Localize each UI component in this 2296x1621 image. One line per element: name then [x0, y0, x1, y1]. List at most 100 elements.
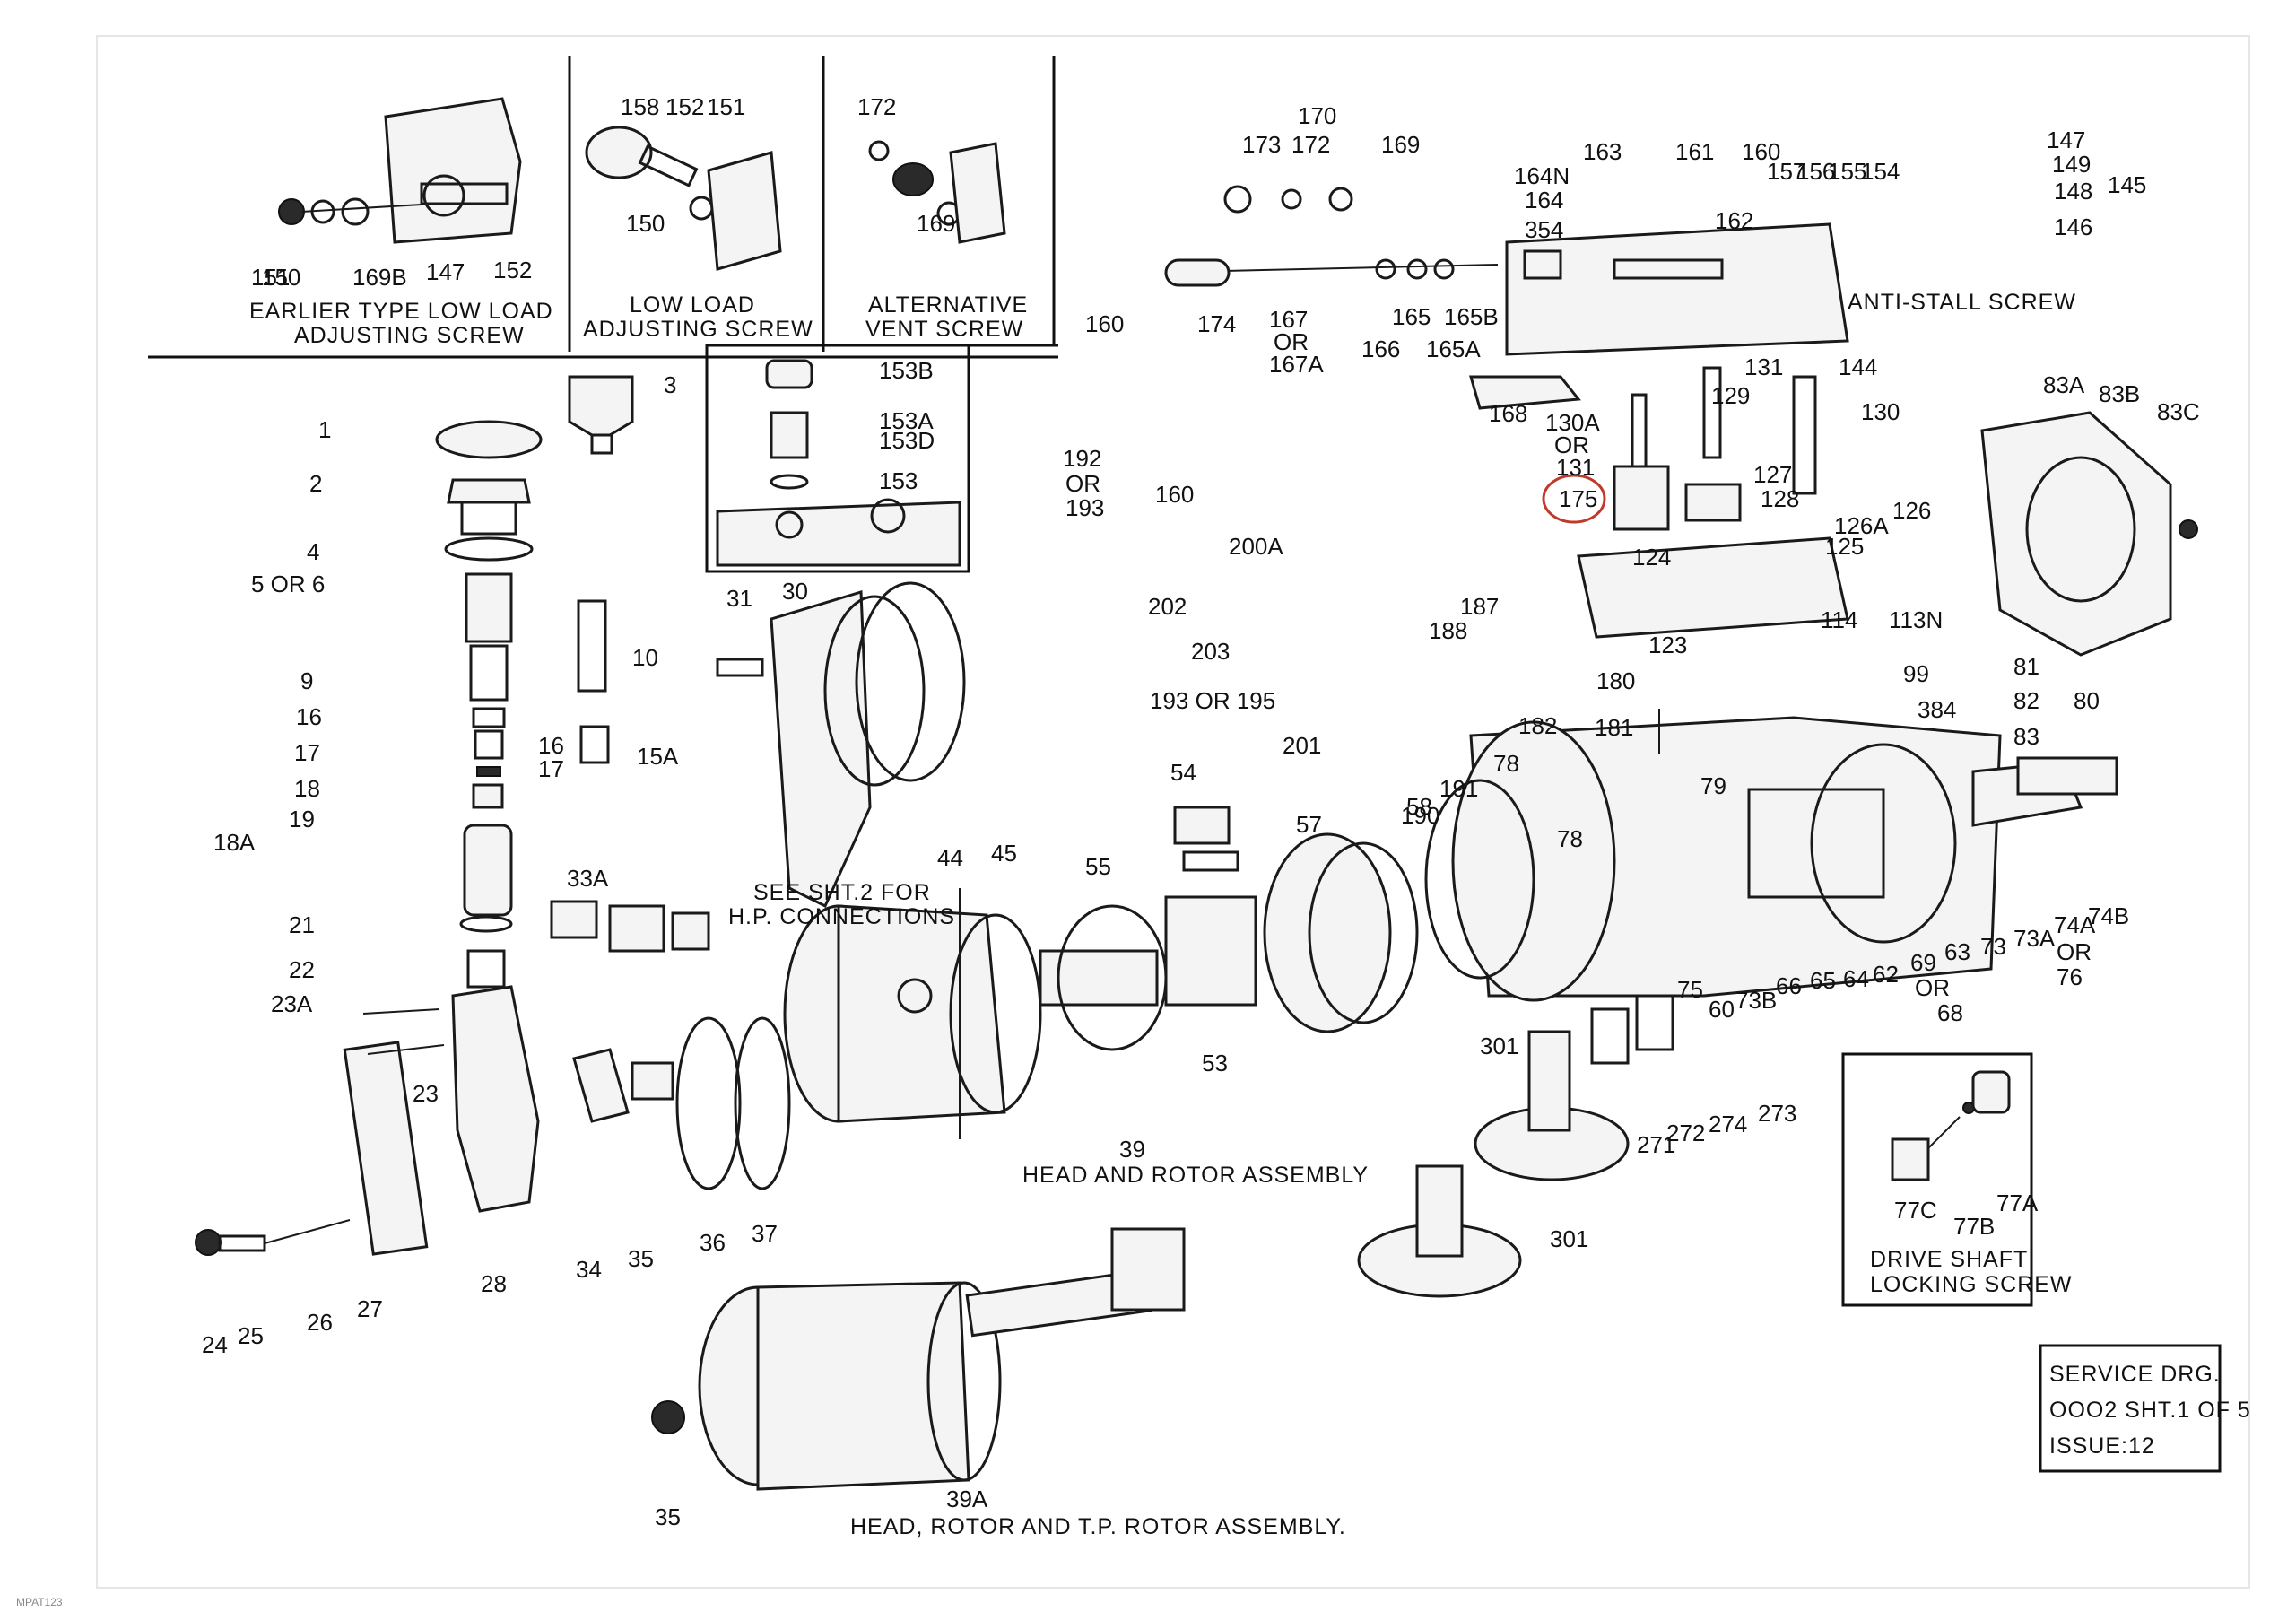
part-number-79: 79: [1700, 772, 1726, 799]
part-number-175: 175: [1559, 485, 1597, 512]
part-number-273: 273: [1758, 1100, 1796, 1127]
part-number-22: 22: [289, 956, 315, 983]
part-number-19: 19: [289, 806, 315, 832]
part-number-169b: 169: [917, 210, 955, 237]
part-number-201: 201: [1283, 732, 1321, 759]
part-number-75: 75: [1677, 976, 1703, 1003]
part-number-25: 25: [238, 1322, 264, 1349]
part-number-17: 17: [294, 739, 320, 766]
part-number-21: 21: [289, 911, 315, 938]
part-number-55: 55: [1085, 853, 1111, 880]
caption-drive-shaft-1: DRIVE SHAFT: [1870, 1247, 2028, 1272]
part-number-147b: 147: [426, 258, 465, 285]
part-number-24: 24: [202, 1331, 228, 1358]
service-box: [2039, 1344, 2222, 1473]
inset-alt-vent-screw: [868, 140, 1006, 244]
part-number-165b: 165B: [1444, 303, 1499, 330]
part-number-152: 152: [493, 257, 532, 283]
part-number-191: 191: [1439, 775, 1478, 802]
part-number-130a: 130A: [1545, 409, 1600, 436]
part-number-78: 78: [1493, 750, 1519, 777]
part-number-149: 149: [2052, 151, 2091, 178]
part-number-128: 128: [1761, 485, 1799, 512]
part-number-274: 274: [1709, 1111, 1747, 1137]
part-number-18a: 18A: [213, 829, 256, 856]
inset-153-parts: [716, 359, 961, 567]
caption-low-load-2: ADJUSTING SCREW: [583, 317, 813, 342]
part-number-130aor: OR: [1554, 431, 1589, 458]
part-number-162: 162: [1715, 207, 1753, 234]
part-number-35: 35: [628, 1245, 654, 1272]
part-number-170: 170: [1298, 102, 1336, 129]
inset-153-frame: [705, 344, 970, 573]
part-number-163: 163: [1583, 138, 1622, 165]
part-number-154: 154: [1861, 158, 1900, 185]
part-number-65: 65: [1810, 967, 1836, 994]
part-number-167: 167: [1269, 306, 1308, 333]
part-number-23a: 23A: [271, 990, 313, 1017]
part-number-165a: 165A: [1426, 336, 1481, 362]
part-number-39: 39: [1119, 1136, 1145, 1163]
corner-code: MPAT123: [16, 1596, 63, 1608]
part-number-81: 81: [2013, 653, 2039, 680]
part-number-69: 69: [1910, 949, 1936, 976]
part-number-99: 99: [1903, 660, 1929, 687]
part-number-180: 180: [1596, 667, 1635, 694]
part-number-164: 164: [1525, 187, 1563, 214]
part-number-203: 203: [1191, 638, 1230, 665]
part-number-76: 76: [2057, 963, 2083, 990]
part-number-83a: 83A: [2043, 371, 2085, 398]
part-number-69or: OR: [1915, 974, 1950, 1001]
part-number-169: 169: [1381, 131, 1420, 158]
part-number-62: 62: [1873, 961, 1899, 988]
part-number-4: 4: [307, 538, 319, 565]
part-number-125: 125: [1825, 533, 1864, 560]
pump-housing: [1424, 709, 2118, 1002]
part-number-157: 157: [1767, 158, 1805, 185]
part-number-54: 54: [1170, 759, 1196, 786]
part-number-193: 193: [1065, 494, 1104, 521]
part-number-31: 31: [726, 585, 752, 612]
part-number-33a: 33A: [567, 865, 609, 892]
part-number-44: 44: [937, 844, 963, 871]
part-number-150: 150: [262, 264, 300, 291]
part-number-53: 53: [1202, 1050, 1228, 1076]
part-number-126: 126: [1892, 497, 1931, 524]
part-number-35b: 35: [655, 1503, 681, 1530]
part-number-83c: 83C: [2157, 398, 2200, 425]
part-number-130: 130: [1861, 398, 1900, 425]
part-number-80: 80: [2074, 687, 2100, 714]
part-number-57: 57: [1296, 811, 1322, 838]
part-number-188: 188: [1429, 617, 1467, 644]
part-number-5: 5 OR 6: [251, 571, 325, 597]
part-number-271: 271: [1637, 1131, 1675, 1158]
part-number-127: 127: [1753, 461, 1792, 488]
caption-service-2: OOO2 SHT.1 OF 5: [2049, 1398, 2251, 1423]
part-number-200a: 200A: [1229, 533, 1283, 560]
part-number-36: 36: [700, 1229, 726, 1256]
part-number-131a: 131: [1556, 454, 1595, 481]
part-number-167or: OR: [1274, 328, 1309, 355]
part-number-169c: 169B: [352, 264, 407, 291]
part-number-124: 124: [1632, 544, 1671, 571]
part-number-272: 272: [1666, 1120, 1705, 1146]
part-number-45: 45: [991, 840, 1017, 867]
part-number-83: 83: [2013, 723, 2039, 750]
part-number-144: 144: [1839, 353, 1877, 380]
part-number-3: 3: [664, 371, 676, 398]
part-number-68: 68: [1937, 999, 1963, 1026]
caption-drive-shaft-2: LOCKING SCREW: [1870, 1272, 2073, 1297]
part-number-160c: 160: [1742, 138, 1780, 165]
part-number-354: 354: [1525, 216, 1563, 243]
part-number-160b: 160: [1155, 481, 1194, 508]
part-number-30: 30: [782, 578, 808, 605]
part-number-192: 192: [1063, 445, 1101, 472]
part-number-168: 168: [1489, 400, 1527, 427]
part-number-73b: 73B: [1735, 987, 1777, 1014]
part-number-181: 181: [1595, 714, 1633, 741]
part-number-64: 64: [1843, 965, 1869, 992]
drive-shaft-inset: [1841, 1052, 2033, 1307]
caption-head-rotor: HEAD AND ROTOR ASSEMBLY: [1022, 1163, 1369, 1188]
highlight-175: [1542, 474, 1606, 524]
